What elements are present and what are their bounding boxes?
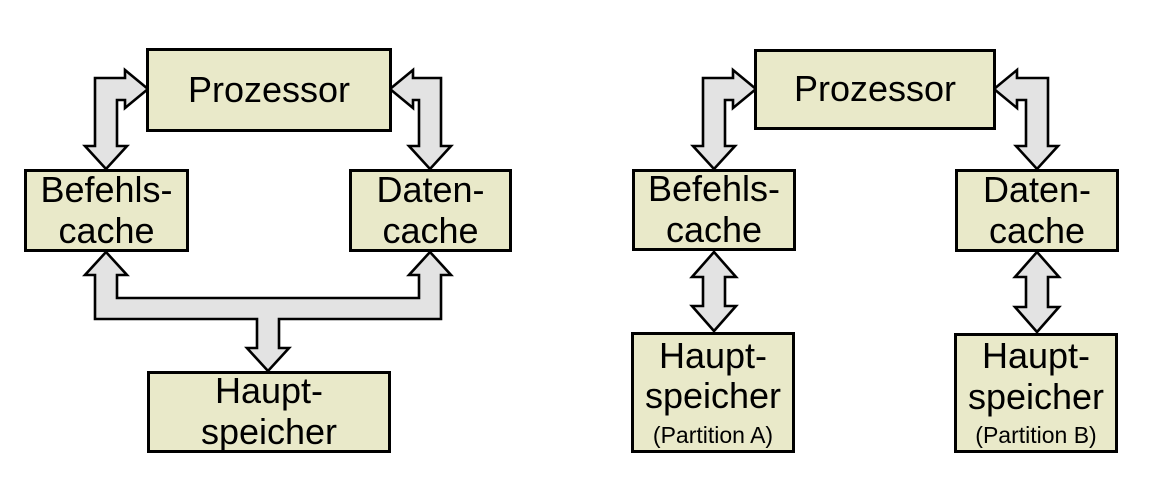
main-memory-partition-a-label: Haupt- speicher xyxy=(644,334,782,417)
data-cache-label-left: Daten- cache xyxy=(376,168,485,251)
double-arrow-processor-data-cache-right xyxy=(991,67,1061,171)
instruction-cache-label-left: Befehls- cache xyxy=(40,168,173,251)
processor-label-right: Prozessor xyxy=(793,68,957,110)
processor-box-right: Prozessor xyxy=(754,49,996,130)
main-memory-partition-b-label: Haupt- speicher xyxy=(967,335,1105,417)
double-arrow-data-cache-partition-b xyxy=(1012,250,1062,334)
data-cache-box-right: Daten- cache xyxy=(955,169,1119,252)
instruction-cache-label-right: Befehls- cache xyxy=(647,168,781,250)
trident-arrow-caches-main-memory xyxy=(82,250,454,373)
main-memory-partition-a-note: (Partition A) xyxy=(652,421,774,448)
double-arrow-instruction-cache-partition-a xyxy=(689,250,739,333)
instruction-cache-box-left: Befehls- cache xyxy=(24,169,189,252)
main-memory-partition-a-box: Haupt- speicher (Partition A) xyxy=(631,332,795,453)
double-arrow-processor-instruction-cache-right xyxy=(690,67,759,171)
main-memory-label-left: Haupt- speicher xyxy=(200,370,338,452)
data-cache-label-right: Daten- cache xyxy=(982,168,1092,251)
double-arrow-processor-instruction-cache-left xyxy=(82,67,151,171)
double-arrow-processor-data-cache-left xyxy=(387,67,454,171)
data-cache-box-left: Daten- cache xyxy=(349,169,512,252)
processor-label-left: Prozessor xyxy=(187,68,351,110)
processor-box-left: Prozessor xyxy=(146,48,392,132)
main-memory-box-left: Haupt- speicher xyxy=(147,370,391,453)
instruction-cache-box-right: Befehls- cache xyxy=(632,168,796,251)
main-memory-partition-b-box: Haupt- speicher (Partition B) xyxy=(954,333,1118,453)
main-memory-partition-b-note: (Partition B) xyxy=(975,422,1097,449)
